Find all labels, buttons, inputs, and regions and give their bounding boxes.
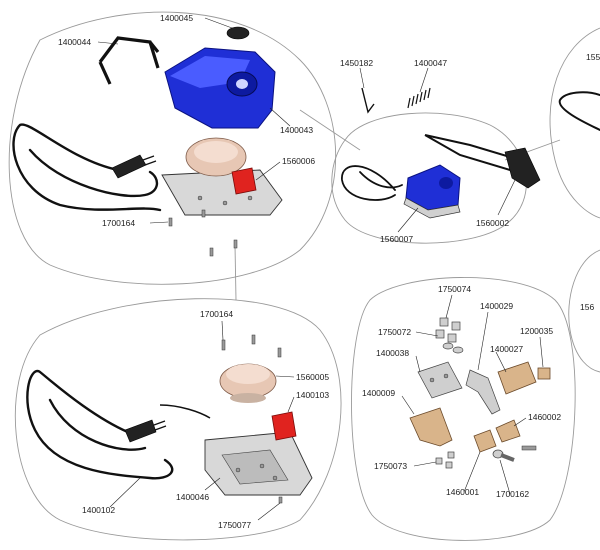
part-label-1560005: 1560005 bbox=[296, 372, 329, 382]
screw-1700164a-1 bbox=[168, 217, 173, 227]
block-1200035 bbox=[537, 367, 551, 380]
part-label-1560002: 1560002 bbox=[476, 218, 509, 228]
connector-line-2 bbox=[299, 109, 361, 151]
toroid-bottom-shadow bbox=[230, 393, 266, 403]
part-label-1400045: 1400045 bbox=[160, 13, 193, 23]
power-cable-top bbox=[12, 123, 162, 212]
part-label-1400102: 1400102 bbox=[82, 505, 115, 515]
screw-bottom-2 bbox=[251, 334, 256, 345]
handle-wire-1400044 bbox=[98, 36, 160, 85]
toroid-bottom-highlight bbox=[226, 364, 270, 384]
cable-right-partial bbox=[558, 91, 600, 131]
screw-top-3 bbox=[233, 239, 238, 249]
group-outline-center bbox=[331, 112, 527, 244]
part-label-1700164-top: 1700164 bbox=[102, 218, 135, 228]
part-label-1750073: 1750073 bbox=[374, 461, 407, 471]
lead-wire-bottom bbox=[159, 404, 211, 419]
part-label-1400038: 1400038 bbox=[376, 348, 409, 358]
part-label-1400044: 1400044 bbox=[58, 37, 91, 47]
relay-block-1400103 bbox=[271, 411, 297, 441]
connector-line bbox=[234, 244, 237, 301]
screw-1700164b bbox=[221, 339, 226, 351]
nuts-1750074 bbox=[435, 317, 461, 343]
toroid-top-highlight bbox=[194, 141, 238, 163]
power-cable-bottom bbox=[26, 369, 174, 480]
part-label-155-cut: 155 bbox=[586, 52, 600, 62]
part-label-1400043: 1400043 bbox=[280, 125, 313, 135]
part-label-156-cut: 156 bbox=[580, 302, 594, 312]
plate-hole-1 bbox=[429, 377, 435, 383]
part-label-1400103: 1400103 bbox=[296, 390, 329, 400]
spring-pins-1400047 bbox=[407, 87, 431, 109]
group-outline-bottom-left bbox=[14, 298, 342, 541]
part-label-1400046: 1400046 bbox=[176, 492, 209, 502]
screw-1750077 bbox=[278, 496, 283, 504]
part-label-1700164-bottom: 1700164 bbox=[200, 309, 233, 319]
base-plate-bottom bbox=[204, 431, 313, 496]
part-label-1560007: 1560007 bbox=[380, 234, 413, 244]
blue-housing-1400043 bbox=[164, 47, 276, 129]
group-outline-top-left bbox=[8, 11, 337, 285]
bracket-1400029 bbox=[465, 369, 501, 415]
bolt-1700162 bbox=[492, 449, 515, 462]
part-label-1450182: 1450182 bbox=[340, 58, 373, 68]
part-label-1750074: 1750074 bbox=[438, 284, 471, 294]
clamp-1460002 bbox=[495, 419, 521, 443]
screw-bottom-3 bbox=[277, 347, 282, 358]
part-label-1400029: 1400029 bbox=[480, 301, 513, 311]
part-label-1400047: 1400047 bbox=[414, 58, 447, 68]
screw-top-2 bbox=[209, 247, 214, 257]
part-label-1560006: 1560006 bbox=[282, 156, 315, 166]
part-label-1750077: 1750077 bbox=[218, 520, 251, 530]
relay-block-1560006 bbox=[231, 167, 257, 195]
part-label-1200035: 1200035 bbox=[520, 326, 553, 336]
group-outline-right-edge bbox=[568, 249, 600, 373]
clip-1450182 bbox=[361, 87, 375, 114]
group-outline-top-right bbox=[549, 27, 600, 219]
part-label-1750072: 1750072 bbox=[378, 327, 411, 337]
blue-housing-1560007 bbox=[403, 164, 461, 219]
washers-1750072 bbox=[442, 342, 464, 354]
plate-hole-2 bbox=[443, 373, 449, 379]
leader-lines bbox=[97, 17, 544, 521]
part-label-1700162: 1700162 bbox=[496, 489, 529, 499]
group-outline-bottom-middle bbox=[351, 277, 576, 541]
plug-top bbox=[111, 154, 157, 179]
part-label-1400009: 1400009 bbox=[362, 388, 395, 398]
contact-1400027 bbox=[497, 361, 537, 395]
screw-bracket-right bbox=[521, 445, 537, 451]
contact-1400009 bbox=[409, 407, 453, 447]
plate-1400038 bbox=[417, 361, 463, 399]
plug-bottom bbox=[124, 419, 167, 443]
part-label-1460001: 1460001 bbox=[446, 487, 479, 497]
part-label-1400027: 1400027 bbox=[490, 344, 523, 354]
knob-1400045 bbox=[226, 26, 250, 40]
clamp-1460001 bbox=[473, 429, 497, 453]
part-label-1460002: 1460002 bbox=[528, 412, 561, 422]
wire-arm-1560002 bbox=[424, 134, 521, 171]
power-cable-center bbox=[341, 165, 403, 201]
base-plate-top bbox=[161, 169, 283, 216]
screw-top-4 bbox=[201, 209, 206, 218]
clip-head-1560002 bbox=[504, 147, 541, 189]
nuts-1750073 bbox=[435, 451, 455, 469]
